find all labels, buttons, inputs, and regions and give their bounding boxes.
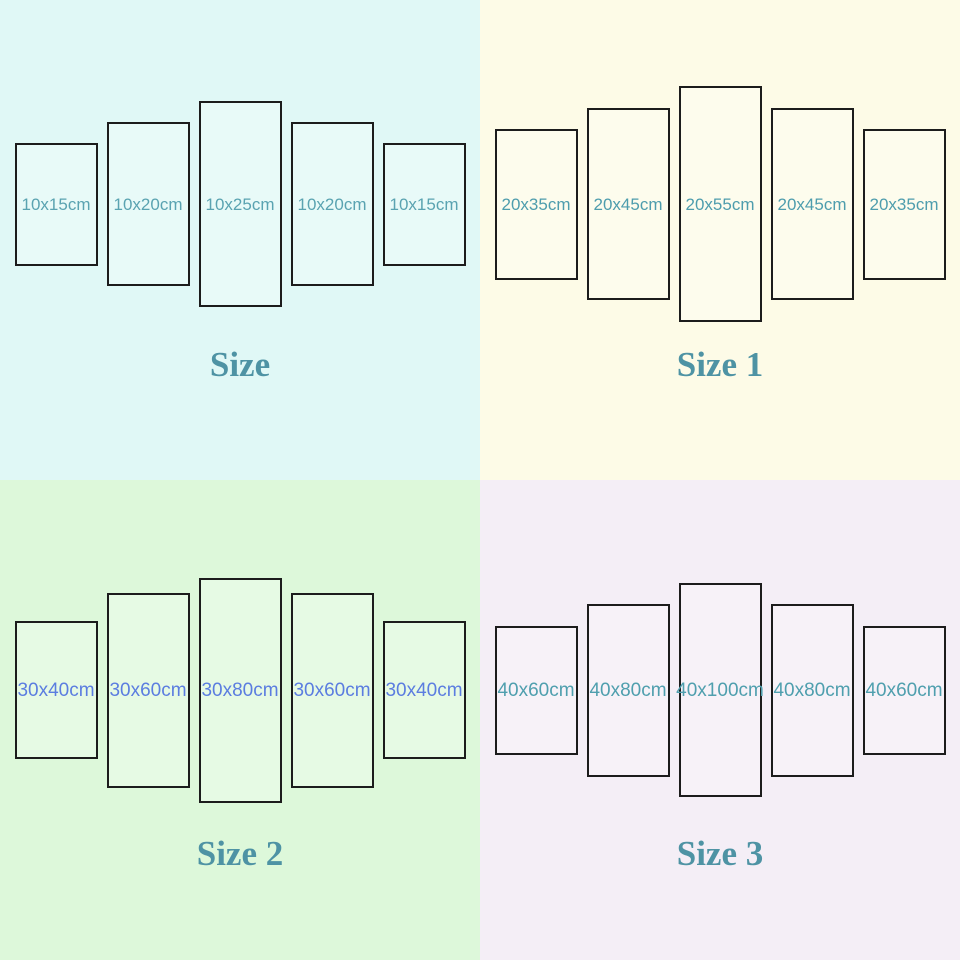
canvas-panel: 30x60cm <box>290 592 374 788</box>
canvas-panel: 40x60cm <box>862 625 946 755</box>
canvas-panel: 30x40cm <box>382 621 466 759</box>
panel-size-label: 30x60cm <box>109 679 187 701</box>
panel-size-label: 40x80cm <box>589 679 667 701</box>
panel-size-label: 20x55cm <box>685 194 755 214</box>
panel-size-label: 20x45cm <box>593 194 663 214</box>
panel-size-label: 10x15cm <box>21 194 91 214</box>
panel-size-label: 10x25cm <box>205 194 275 214</box>
panel-row: 20x35cm 20x45cm 20x55cm 20x45cm 20x35cm <box>480 0 960 408</box>
quadrant-title: Size 3 <box>676 834 764 873</box>
quadrant-size-3: 40x60cm 40x80cm 40x100cm 40x80cm 40x60cm… <box>480 480 960 960</box>
canvas-panel: 10x25cm <box>198 101 282 307</box>
quadrant-size-1: 20x35cm 20x45cm 20x55cm 20x45cm 20x35cm … <box>480 0 960 480</box>
panel-row: 40x60cm 40x80cm 40x100cm 40x80cm 40x60cm <box>480 480 960 900</box>
panel-size-label: 10x20cm <box>113 194 183 214</box>
canvas-panel: 20x35cm <box>862 128 946 280</box>
panel-size-label: 20x35cm <box>869 194 939 214</box>
panel-size-label: 40x100cm <box>676 679 764 701</box>
canvas-panel: 40x100cm <box>676 583 764 797</box>
panel-size-label: 30x40cm <box>385 679 463 701</box>
canvas-panel: 20x55cm <box>678 86 762 322</box>
canvas-panel: 10x20cm <box>106 122 190 286</box>
panel-row: 10x15cm 10x20cm 10x25cm 10x20cm 10x15cm <box>0 0 480 408</box>
panel-size-label: 20x35cm <box>501 194 571 214</box>
canvas-panel: 30x60cm <box>106 592 190 788</box>
quadrant-size: 10x15cm 10x20cm 10x25cm 10x20cm 10x15cm … <box>0 0 480 480</box>
canvas-panel: 20x35cm <box>494 128 578 280</box>
canvas-panel: 10x20cm <box>290 122 374 286</box>
panel-size-label: 30x40cm <box>17 679 95 701</box>
panel-row: 30x40cm 30x60cm 30x80cm 30x60cm 30x40cm <box>0 480 480 900</box>
quadrant-title: Size 1 <box>676 345 764 384</box>
canvas-panel: 20x45cm <box>770 108 854 300</box>
panel-size-label: 30x60cm <box>293 679 371 701</box>
canvas-panel: 40x80cm <box>586 603 670 777</box>
panel-size-label: 30x80cm <box>201 679 279 701</box>
panel-size-label: 10x15cm <box>389 194 459 214</box>
panel-size-label: 10x20cm <box>297 194 367 214</box>
panel-size-label: 40x80cm <box>773 679 851 701</box>
canvas-panel: 10x15cm <box>382 142 466 266</box>
canvas-panel: 30x40cm <box>14 621 98 759</box>
quadrant-title: Size <box>209 345 271 384</box>
canvas-panel: 40x60cm <box>494 625 578 755</box>
canvas-panel: 20x45cm <box>586 108 670 300</box>
canvas-panel: 40x80cm <box>770 603 854 777</box>
quadrant-size-2: 30x40cm 30x60cm 30x80cm 30x60cm 30x40cm … <box>0 480 480 960</box>
canvas-panel: 10x15cm <box>14 142 98 266</box>
panel-size-label: 40x60cm <box>865 679 943 701</box>
panel-size-label: 40x60cm <box>497 679 575 701</box>
panel-size-label: 20x45cm <box>777 194 847 214</box>
canvas-panel: 30x80cm <box>198 577 282 803</box>
quadrant-title: Size 2 <box>196 834 284 873</box>
